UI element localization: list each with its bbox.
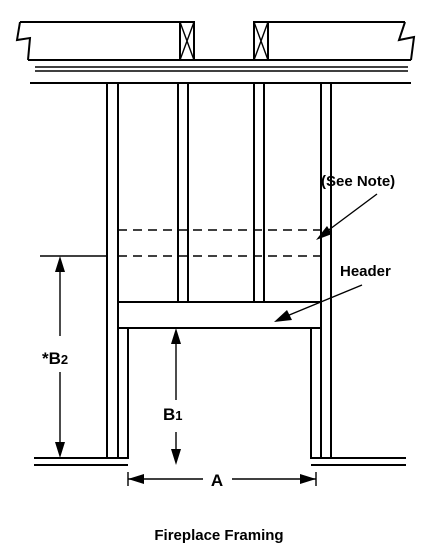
b2-arrow-up bbox=[55, 256, 65, 272]
figure-caption: Fireplace Framing bbox=[154, 527, 283, 544]
floor-line bbox=[34, 457, 406, 466]
a-label: A bbox=[211, 471, 223, 490]
b2-arrow-down bbox=[55, 442, 65, 458]
left-king-stud bbox=[106, 82, 119, 459]
see-note-leader bbox=[321, 193, 378, 236]
a-arrow-right bbox=[300, 474, 316, 484]
b2-label: *B2 bbox=[42, 349, 68, 368]
callout-see-note: (See Note) bbox=[316, 173, 395, 240]
header-beam bbox=[117, 301, 322, 329]
see-note-arrowhead bbox=[316, 226, 332, 240]
studs bbox=[106, 82, 332, 459]
left-trimmer-stud bbox=[117, 327, 129, 459]
dimension-a: A bbox=[127, 471, 317, 490]
b1-arrow-down bbox=[171, 449, 181, 465]
right-joist-break-line bbox=[397, 21, 416, 61]
center-block-left-x bbox=[179, 21, 195, 61]
header-label: Header bbox=[340, 263, 391, 280]
header-leader bbox=[281, 284, 363, 319]
stud-center-right bbox=[253, 82, 265, 303]
right-king-stud bbox=[320, 82, 332, 459]
dimension-b2: *B2 bbox=[40, 255, 107, 458]
header-arrowhead bbox=[274, 310, 292, 322]
right-trimmer-stud bbox=[310, 327, 322, 459]
a-arrow-left bbox=[128, 474, 144, 484]
ceiling-assembly bbox=[15, 21, 416, 84]
b1-arrow-up bbox=[171, 328, 181, 344]
stud-center-left bbox=[177, 82, 189, 303]
b1-label: B1 bbox=[163, 405, 183, 424]
see-note-label: (See Note) bbox=[321, 173, 395, 190]
dimension-b1: B1 bbox=[163, 328, 183, 465]
left-joist-break-line bbox=[15, 21, 32, 61]
center-block-right-x bbox=[253, 21, 269, 61]
callout-header: Header bbox=[274, 263, 391, 322]
